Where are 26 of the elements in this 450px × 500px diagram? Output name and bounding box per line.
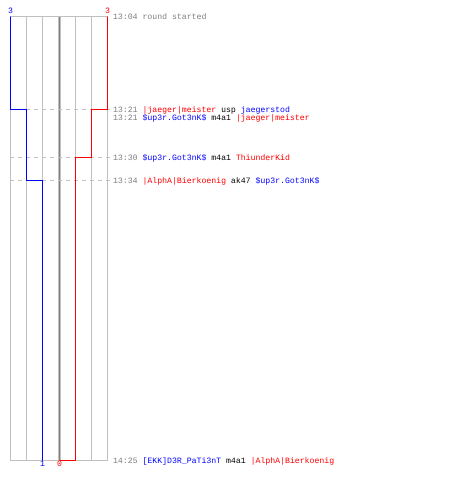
timestamp: 14:25 [113,458,138,466]
count-label: 3 [8,8,13,16]
player-name: |jaeger|meister [142,106,216,114]
event-text: round started [142,14,206,22]
player-name: ThiunderKid [236,154,290,162]
player-name: $up3r.Got3nK$ [142,114,206,122]
timestamp: 13:21 [113,106,138,114]
timestamp: 13:30 [113,154,138,162]
count-label: 3 [105,8,110,16]
player-name: $up3r.Got3nK$ [142,154,206,162]
count-label: 1 [40,461,45,469]
player-name: |jaeger|meister [236,114,310,122]
timestamp: 13:34 [113,178,138,186]
weapon-name: usp [221,106,236,114]
weapon-name: m4a1 [226,458,246,466]
player-name: [EKK]D3R_PaTi3nT [142,458,222,466]
weapon-name: m4a1 [211,154,231,162]
timestamp: 13:04 [113,14,138,22]
count-label: 0 [57,461,62,469]
player-name: |AlphA|Bierkoenig [250,458,334,466]
weapon-name: ak47 [230,178,251,186]
player-name: |AlphA|Bierkoenig [142,178,226,186]
player-name: jaegerstod [240,106,290,114]
weapon-name: m4a1 [211,114,231,122]
timestamp: 13:21 [113,114,138,122]
player-name: $up3r.Got3nK$ [255,178,320,186]
